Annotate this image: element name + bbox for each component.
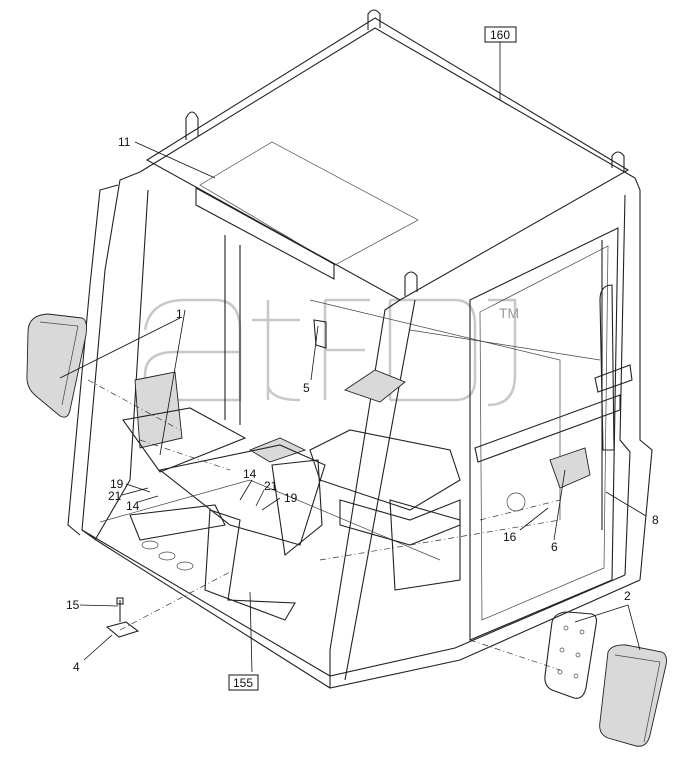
cab-roof [139,9,636,301]
loose-parts [26,313,667,747]
leader-lines [59,42,647,673]
callout-155: 155 [233,676,253,690]
watermark-logo: TM [143,298,519,407]
callouts: 160 11 1 5 19 21 14 14 21 19 16 6 8 15 4… [66,26,659,691]
watermark-tm: TM [499,305,519,321]
callout-15: 15 [66,598,80,612]
callout-21-left: 21 [108,489,122,503]
callout-4: 4 [73,660,80,674]
callout-8: 8 [652,513,659,527]
callout-1: 1 [176,307,183,321]
callout-16: 16 [503,530,517,544]
callout-160: 160 [490,28,510,42]
callout-19-left: 19 [110,477,124,491]
alignment-lines [87,379,561,671]
cab-interior [129,369,591,591]
callout-11: 11 [118,135,131,149]
cab-frame [67,171,653,689]
callout-5: 5 [303,381,310,395]
callout-6: 6 [551,540,558,554]
callout-155-box [228,674,259,691]
callout-14-left: 14 [126,499,140,513]
callout-160-box [484,26,517,43]
callout-2: 2 [624,589,631,603]
callout-14-center: 14 [243,467,257,481]
callout-21-center: 21 [264,479,278,493]
callout-19-center: 19 [284,491,298,505]
